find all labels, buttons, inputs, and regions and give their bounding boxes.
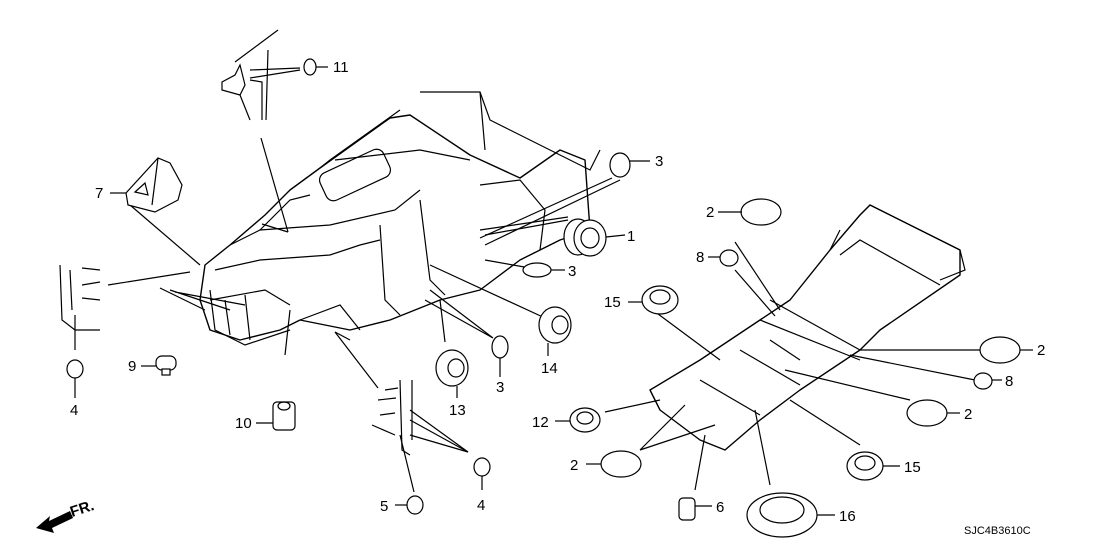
callout-2-bottom: 2	[570, 457, 578, 474]
callout-15-top: 15	[604, 294, 621, 311]
part-2-plug-bottom[interactable]	[586, 450, 642, 478]
callout-4-left: 4	[70, 402, 78, 419]
front-direction-indicator: FR.	[36, 497, 96, 533]
door-jamb-detail-drawing	[334, 331, 469, 493]
part-7-cover[interactable]	[110, 157, 183, 213]
callout-3-top: 3	[655, 153, 663, 170]
callout-16: 16	[839, 508, 856, 525]
part-13-grommet[interactable]	[435, 349, 469, 398]
callout-8-right: 8	[1005, 373, 1013, 390]
diagram-code: SJC4B3610C	[964, 525, 1031, 537]
part-3-cap-bottom[interactable]	[491, 335, 509, 377]
pillar-detail-drawing	[221, 29, 301, 233]
part-10-bushing[interactable]	[256, 401, 296, 431]
part-16-grommet-large[interactable]	[746, 492, 835, 538]
part-9-bumper[interactable]	[141, 355, 177, 376]
part-4-clip-right[interactable]	[473, 457, 491, 490]
cab-body-drawing	[199, 91, 601, 346]
callout-2-right-top: 2	[1037, 342, 1045, 359]
callout-6: 6	[716, 499, 724, 516]
callout-5: 5	[380, 498, 388, 515]
floor-pan-drawing	[649, 204, 966, 451]
callout-11: 11	[333, 59, 349, 76]
part-8-plug-right[interactable]	[973, 372, 1002, 390]
callout-14: 14	[541, 360, 558, 377]
leader-lines	[129, 177, 980, 491]
part-8-plug-top[interactable]	[708, 249, 739, 267]
part-14-grommet[interactable]	[538, 306, 572, 356]
part-5-clip[interactable]	[395, 495, 424, 515]
part-2-plug-right-mid[interactable]	[906, 399, 960, 427]
part-3-cap-top[interactable]	[609, 152, 650, 178]
front-left-detail-drawing	[59, 264, 191, 350]
part-2-plug-top[interactable]	[718, 198, 782, 226]
part-11-grommet[interactable]	[303, 58, 328, 76]
part-6-clip[interactable]	[678, 497, 712, 521]
callout-8-top: 8	[696, 249, 704, 266]
callout-3-bottom: 3	[496, 379, 504, 396]
part-15-grommet-bottom[interactable]	[846, 451, 900, 481]
callout-labels: 11 7 3 1 3 2 8 15 9 4 10 13 3 14 12 2 8 …	[70, 59, 1045, 525]
part-2-plug-right-top[interactable]	[979, 336, 1033, 364]
part-3-cap-mid[interactable]	[522, 262, 565, 278]
callout-4-right: 4	[477, 497, 485, 514]
callout-15-bottom: 15	[904, 459, 921, 476]
callout-3-mid: 3	[568, 263, 576, 280]
front-arrow-icon	[36, 511, 73, 533]
front-label: FR.	[68, 497, 96, 521]
part-4-clip-left[interactable]	[66, 359, 84, 398]
callout-2-right-mid: 2	[964, 406, 972, 423]
callout-13: 13	[449, 402, 466, 419]
callout-12: 12	[532, 414, 549, 431]
part-12-grommet[interactable]	[555, 407, 601, 433]
callout-1: 1	[627, 228, 635, 245]
part-15-grommet-top[interactable]	[628, 285, 679, 315]
part-1-plug[interactable]	[563, 218, 626, 257]
callout-10: 10	[235, 415, 252, 432]
callout-2-top: 2	[706, 204, 714, 221]
callout-7: 7	[95, 185, 103, 202]
callout-9: 9	[128, 358, 136, 375]
